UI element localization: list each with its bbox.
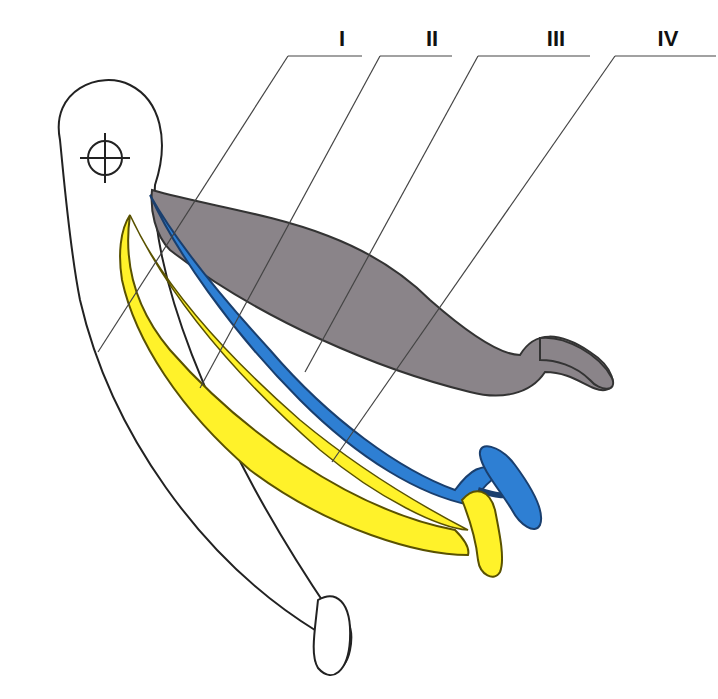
yellow-end [462, 491, 502, 576]
grey-end [540, 338, 613, 389]
callout-numeral: II [426, 28, 438, 50]
callout-numeral: IV [658, 28, 679, 50]
leader-lines [98, 56, 716, 462]
blue-band [150, 195, 505, 505]
yellow-band [120, 215, 468, 555]
callout-numeral: III [547, 28, 565, 50]
white-lever [59, 80, 352, 672]
pivot-cross [104, 133, 106, 183]
white-foot [314, 596, 350, 675]
callout-numeral: I [339, 28, 345, 50]
yellow-band [130, 215, 468, 530]
